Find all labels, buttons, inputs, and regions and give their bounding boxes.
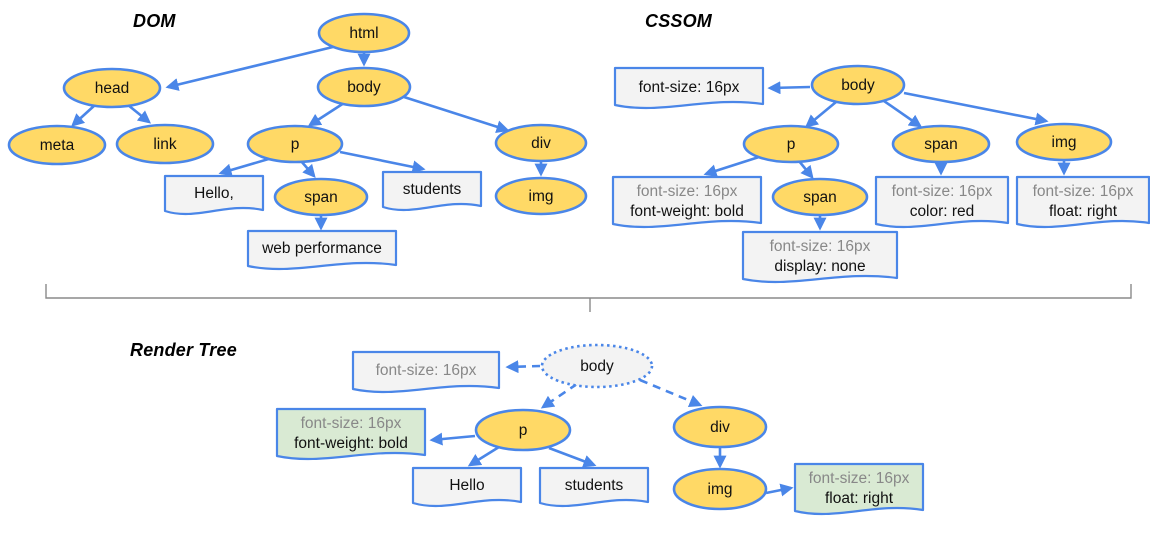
edge-body-div <box>403 95 510 134</box>
dom-textbox-students-label: students <box>403 181 462 198</box>
dom-node-link-label: link <box>153 136 177 153</box>
edge-render-body-rule <box>505 360 541 374</box>
edge-head-meta <box>71 104 96 127</box>
cssom-node-span-inner: span <box>771 177 869 217</box>
render-textbox-hello: Hello <box>411 466 523 508</box>
cssom-rule-span-line1: font-size: 16px <box>892 183 993 200</box>
cssom-rule-p-line2: font-weight: bold <box>630 203 744 220</box>
edge-p-hello <box>218 156 273 177</box>
edge-p-students <box>339 150 426 174</box>
render-node-div: div <box>672 405 768 449</box>
dom-node-meta: meta <box>7 124 107 166</box>
dom-node-html-label: html <box>349 25 378 42</box>
edge-cssom-body-p <box>804 100 837 128</box>
edge-body-p <box>307 101 345 127</box>
cssom-node-body: body <box>810 64 906 106</box>
cssom-rule-body-box: font-size: 16px <box>613 66 765 110</box>
dom-node-head: head <box>62 67 162 109</box>
cssom-node-p-label: p <box>787 136 796 153</box>
cssom-rule-img-line2: float: right <box>1049 203 1118 220</box>
edge-cssom-p-span <box>797 160 814 180</box>
cssom-rule-img-box: font-size: 16px float: right <box>1015 175 1150 229</box>
edge-render-body-div <box>639 378 703 407</box>
cssom-title: CSSOM <box>645 11 713 31</box>
dom-node-img: img <box>494 176 588 216</box>
render-node-img: img <box>672 467 768 511</box>
dom-node-html: html <box>317 12 411 54</box>
render-rule-body-box: font-size: 16px <box>351 350 501 394</box>
cssom-rule-span-box: font-size: 16px color: red <box>874 175 1010 229</box>
render-textbox-hello-label: Hello <box>449 477 484 494</box>
render-rule-img-line1: font-size: 16px <box>809 470 910 487</box>
cssom-node-span: span <box>891 124 991 164</box>
render-rule-p-line2: font-weight: bold <box>294 435 408 452</box>
render-rule-p-line1: font-size: 16px <box>301 415 402 432</box>
dom-node-div-label: div <box>531 135 551 152</box>
cssom-node-span-inner-label: span <box>803 189 837 206</box>
edge-render-p-students <box>548 446 597 468</box>
render-tree-title: Render Tree <box>130 340 237 360</box>
dom-node-link: link <box>115 123 215 165</box>
edge-p-span <box>300 160 316 178</box>
dom-node-div: div <box>494 123 588 163</box>
dom-title: DOM <box>133 11 176 31</box>
render-rule-img-box: font-size: 16px float: right <box>793 462 925 516</box>
cssom-node-span-label: span <box>924 136 958 153</box>
cssom-node-img: img <box>1015 122 1113 162</box>
edge-render-p-rule <box>429 432 476 446</box>
edge-cssom-body-span <box>883 99 923 128</box>
render-node-img-label: img <box>708 481 733 498</box>
dom-node-span-label: span <box>304 189 338 206</box>
render-rule-body-line1: font-size: 16px <box>376 362 477 379</box>
dom-textbox-hello: Hello, <box>163 174 265 216</box>
edge-cssom-body-img <box>903 91 1049 126</box>
edge-html-head <box>165 44 338 91</box>
dom-node-p: p <box>246 124 344 164</box>
cssom-rule-body-line1: font-size: 16px <box>639 79 740 96</box>
cssom-node-img-label: img <box>1052 134 1077 151</box>
dom-textbox-webperf-label: web performance <box>261 240 382 257</box>
cssom-node-p: p <box>742 124 840 164</box>
render-node-div-label: div <box>710 419 730 436</box>
render-node-body: body <box>540 343 654 389</box>
dom-node-p-label: p <box>291 136 300 153</box>
dom-node-meta-label: meta <box>40 137 75 154</box>
edge-cssom-body-rule <box>767 81 811 95</box>
cssom-rule-p-line1: font-size: 16px <box>637 183 738 200</box>
edge-render-img-rule <box>765 483 794 497</box>
dom-node-head-label: head <box>95 80 129 97</box>
render-rule-p-box: font-size: 16px font-weight: bold <box>275 407 427 461</box>
dom-node-body-label: body <box>347 79 381 96</box>
edge-cssom-p-rule <box>703 155 760 178</box>
render-node-body-label: body <box>580 358 614 375</box>
cssom-rule-span-inner-line1: font-size: 16px <box>770 238 871 255</box>
dom-node-span: span <box>273 177 369 217</box>
render-textbox-students: students <box>538 466 650 508</box>
cssom-rule-span-line2: color: red <box>910 203 975 220</box>
cssom-rule-span-inner-box: font-size: 16px display: none <box>741 230 899 284</box>
cssom-rule-img-line1: font-size: 16px <box>1033 183 1134 200</box>
edge-render-body-p <box>540 382 578 409</box>
dom-textbox-hello-label: Hello, <box>194 185 234 202</box>
cssom-rule-span-inner-line2: display: none <box>774 258 865 275</box>
dom-textbox-students: students <box>381 170 483 212</box>
dom-node-body: body <box>316 66 412 108</box>
cssom-rule-p-box: font-size: 16px font-weight: bold <box>611 175 763 229</box>
render-rule-img-line2: float: right <box>825 490 894 507</box>
edge-head-link <box>127 103 152 124</box>
bracket-line <box>45 284 1132 299</box>
edge-render-p-hello <box>467 445 500 467</box>
render-node-p: p <box>474 408 572 452</box>
dom-node-img-label: img <box>529 188 554 205</box>
render-textbox-students-label: students <box>565 477 624 494</box>
dom-textbox-webperf: web performance <box>246 229 398 271</box>
cssom-node-body-label: body <box>841 77 875 94</box>
render-node-p-label: p <box>519 422 528 439</box>
